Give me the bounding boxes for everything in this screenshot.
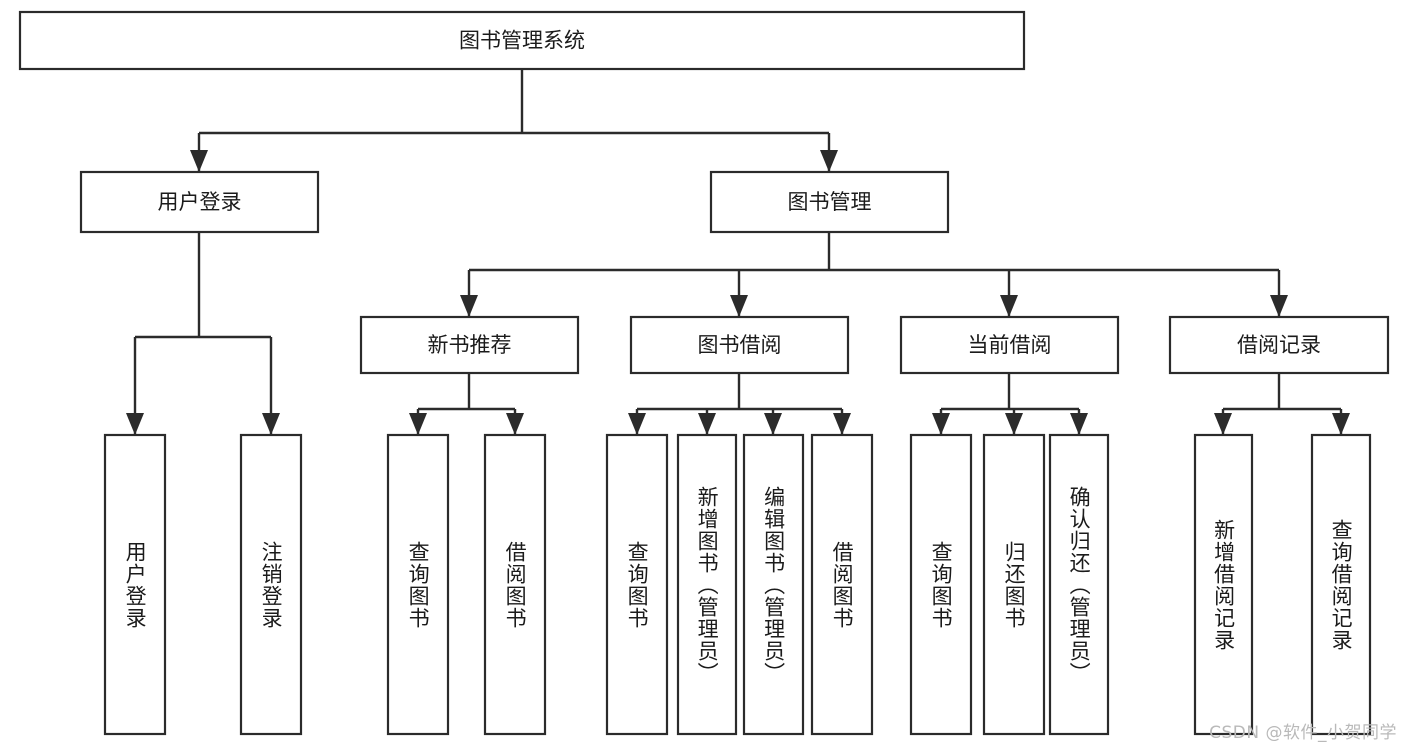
node-box-book-borrow[interactable] xyxy=(629,315,850,375)
connector-arrowhead xyxy=(1270,295,1288,317)
node-user-login[interactable]: 用户登录 xyxy=(79,170,320,234)
node-box-leaf-user-login[interactable] xyxy=(103,433,167,736)
conn-book-borrow-to-leaves xyxy=(628,373,851,435)
conn-root-to-level2 xyxy=(190,69,838,172)
connector-arrowhead xyxy=(460,295,478,317)
node-box-current-borrow[interactable] xyxy=(899,315,1120,375)
node-label-current-borrow: 当前借阅 xyxy=(968,333,1052,357)
node-book-borrow[interactable]: 图书借阅 xyxy=(629,315,850,375)
connector-arrowhead xyxy=(506,413,524,435)
connector-arrowhead xyxy=(262,413,280,435)
node-box-leaf-query-book-rec[interactable] xyxy=(386,433,450,736)
node-box-leaf-logout[interactable] xyxy=(239,433,303,736)
connector-arrowhead xyxy=(730,295,748,317)
connector-arrowhead xyxy=(764,413,782,435)
connector-arrowhead xyxy=(820,150,838,172)
node-box-leaf-add-borrow-record[interactable] xyxy=(1193,433,1254,736)
node-label-borrow-record: 借阅记录 xyxy=(1237,333,1321,357)
node-box-user-login[interactable] xyxy=(79,170,320,234)
node-box-leaf-borrow-book[interactable] xyxy=(810,433,874,736)
conn-book-manage-to-level3 xyxy=(460,232,1288,317)
connector-arrowhead xyxy=(1005,413,1023,435)
node-borrow-record[interactable]: 借阅记录 xyxy=(1168,315,1390,375)
node-new-book-rec[interactable]: 新书推荐 xyxy=(359,315,580,375)
node-box-leaf-edit-book-admin[interactable] xyxy=(742,433,805,736)
connector-arrowhead xyxy=(126,413,144,435)
connector-arrowhead xyxy=(932,413,950,435)
connector-arrowhead xyxy=(698,413,716,435)
conn-borrow-record-to-leaves xyxy=(1214,373,1350,435)
conn-user-login-to-leaves xyxy=(126,232,280,435)
node-current-borrow[interactable]: 当前借阅 xyxy=(899,315,1120,375)
connector-arrowhead xyxy=(409,413,427,435)
connector-arrowhead xyxy=(1070,413,1088,435)
conn-current-borrow-to-leaves xyxy=(932,373,1088,435)
node-label-user-login: 用户登录 xyxy=(158,190,242,214)
node-box-leaf-query-borrow-record[interactable] xyxy=(1310,433,1372,736)
connector-arrowhead xyxy=(1000,295,1018,317)
connector-arrowhead xyxy=(833,413,851,435)
node-box-leaf-query-book-cur[interactable] xyxy=(909,433,973,736)
node-label-book-manage: 图书管理 xyxy=(788,190,872,214)
node-box-leaf-borrow-book-rec[interactable] xyxy=(483,433,547,736)
node-box-leaf-return-book[interactable] xyxy=(982,433,1046,736)
node-root[interactable]: 图书管理系统 xyxy=(18,10,1026,71)
node-box-leaf-add-book-admin[interactable] xyxy=(676,433,738,736)
node-box-new-book-rec[interactable] xyxy=(359,315,580,375)
node-label-root: 图书管理系统 xyxy=(459,29,585,53)
node-book-manage[interactable]: 图书管理 xyxy=(709,170,950,234)
watermark-text: CSDN @软件_小贺同学 xyxy=(1209,723,1397,743)
conn-new-book-rec-to-leaves xyxy=(409,373,524,435)
node-box-leaf-query-book-borrow[interactable] xyxy=(605,433,669,736)
connector-arrowhead xyxy=(628,413,646,435)
connector-arrowhead xyxy=(190,150,208,172)
connector-layer xyxy=(126,69,1350,435)
connector-arrowhead xyxy=(1214,413,1232,435)
node-box-borrow-record[interactable] xyxy=(1168,315,1390,375)
node-label-book-borrow: 图书借阅 xyxy=(698,333,782,357)
node-box-leaf-confirm-return-admin[interactable] xyxy=(1048,433,1110,736)
node-box-book-manage[interactable] xyxy=(709,170,950,234)
node-label-new-book-rec: 新书推荐 xyxy=(428,333,512,357)
node-box-root[interactable] xyxy=(18,10,1026,71)
connector-arrowhead xyxy=(1332,413,1350,435)
